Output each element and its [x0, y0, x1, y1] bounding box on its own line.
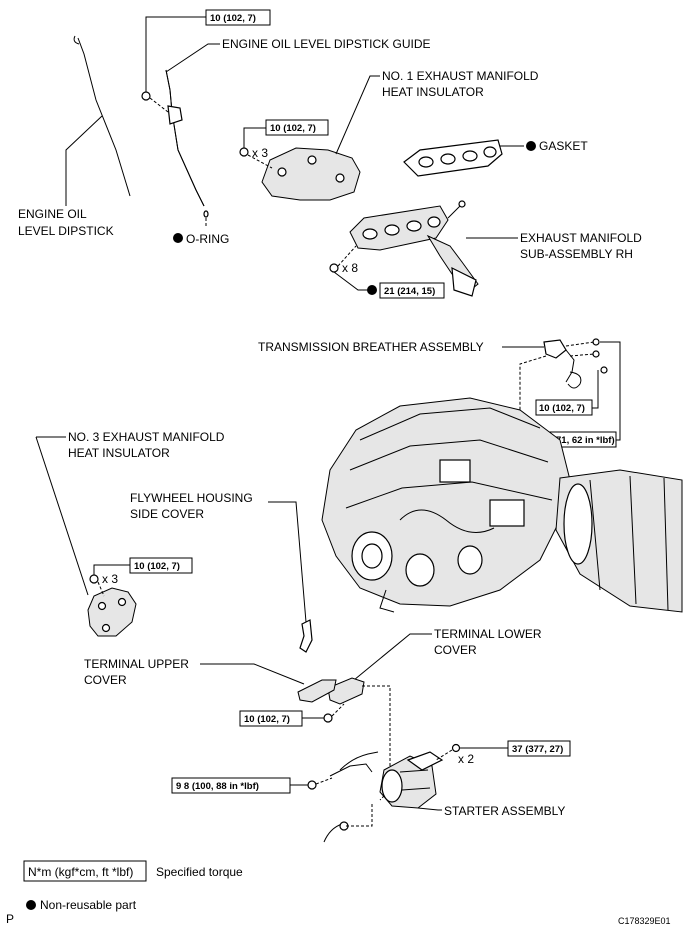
terminal-to-starter-line	[362, 685, 391, 801]
legend-torque-text: Specified torque	[156, 865, 243, 879]
torque-manifold-nut: 21 (214, 15)	[384, 286, 435, 297]
dipstick-guide-label: ENGINE OIL LEVEL DIPSTICK GUIDE	[222, 37, 431, 51]
gasket	[403, 139, 503, 177]
terminal-upper-label-line2: COVER	[84, 673, 127, 687]
torque-starter-bolt: 37 (377, 27)	[512, 744, 563, 755]
dipstick-label-line2: LEVEL DIPSTICK	[18, 224, 114, 238]
torque-no3-bolt: 10 (102, 7)	[134, 561, 180, 572]
no3-bolt-icon	[89, 574, 105, 597]
no3-insulator-label-line2: HEAT INSULATOR	[68, 446, 170, 460]
breather-bolt-a-leader	[590, 370, 599, 409]
no3-insulator-label-line1: NO. 3 EXHAUST MANIFOLD	[68, 430, 225, 444]
flywheel-housing-side-cover	[299, 619, 313, 653]
flywheel-cover-label-line1: FLYWHEEL HOUSING	[130, 491, 253, 505]
o-ring-label: O-RING	[186, 232, 229, 246]
wire-to-starter-line	[346, 804, 373, 827]
terminal-lower-leader	[353, 633, 432, 681]
guide-bolt-leader	[145, 16, 206, 92]
non-reusable-dot-icon	[173, 233, 183, 243]
torque-box-no1-bolt	[265, 119, 329, 136]
no1-leader	[335, 75, 380, 155]
footer-left-mark: P	[6, 912, 14, 926]
terminal-lower-label-line1: TERMINAL LOWER	[434, 627, 542, 641]
figure-code: C178329E01	[618, 916, 671, 926]
exhaust-manifold-label-line2: SUB-ASSEMBLY RH	[520, 247, 633, 261]
terminal-upper-cover	[297, 679, 337, 703]
starter-bolt-count: x 2	[458, 752, 474, 766]
non-reusable-dot-icon	[367, 285, 377, 295]
torque-breather-a: 10 (102, 7)	[539, 403, 585, 414]
terminal-lower-cover	[327, 677, 365, 705]
engine-oil-dipstick	[73, 35, 131, 197]
gasket-label: GASKET	[539, 139, 588, 153]
starter-nut-icon	[307, 777, 333, 790]
no3-bolt-leader	[93, 564, 130, 575]
terminal-upper-leader	[200, 663, 305, 685]
legend-nonreusable-dot-icon	[26, 900, 36, 910]
no1-insulator-label-line1: NO. 1 EXHAUST MANIFOLD	[382, 69, 539, 83]
no1-heat-insulator	[261, 147, 361, 201]
torque-box-breather-a	[535, 399, 593, 416]
dipstick-guide	[165, 69, 205, 207]
manifold-nut-count: x 8	[342, 261, 358, 275]
starter-wire	[323, 751, 379, 843]
no1-insulator-label-line2: HEAT INSULATOR	[382, 85, 484, 99]
dipstick-leader	[65, 115, 103, 206]
starter-leader	[417, 807, 442, 811]
guide-leader	[165, 43, 220, 73]
legend-torque-units: N*m (kgf*cm, ft *lbf)	[28, 865, 133, 879]
guide-bolt-icon	[141, 91, 169, 113]
torque-box-starter-nut	[171, 777, 291, 794]
torque-guide-bolt: 10 (102, 7)	[210, 13, 256, 24]
torque-terminal-nut: 10 (102, 7)	[244, 714, 290, 725]
no1-bolt-leader	[243, 127, 266, 148]
legend-nonreusable-text: Non-reusable part	[40, 898, 137, 912]
no3-bolt-count: x 3	[102, 572, 118, 586]
torque-box-manifold-nut	[379, 282, 445, 299]
flywheel-cover-label-line2: SIDE COVER	[130, 507, 204, 521]
starter-label: STARTER ASSEMBLY	[444, 804, 565, 818]
dipstick-label-line1: ENGINE OIL	[18, 207, 87, 221]
o-ring-icon	[203, 210, 209, 228]
flywheel-cover-leader	[268, 501, 307, 623]
torque-breather-b: 7 0 (71, 62 in *lbf)	[537, 435, 615, 446]
starter-bolt-icon	[435, 743, 461, 761]
torque-box-starter-bolt	[507, 740, 571, 757]
trans-breather-label: TRANSMISSION BREATHER ASSEMBLY	[258, 340, 484, 354]
transmission-breather	[543, 338, 608, 389]
legend-torque-box	[23, 860, 147, 882]
exhaust-manifold-label-line1: EXHAUST MANIFOLD	[520, 231, 642, 245]
no3-leader	[35, 436, 89, 596]
engine-assembly	[321, 397, 571, 613]
torque-starter-nut: 9 8 (100, 88 in *lbf)	[176, 781, 259, 792]
breather-to-engine-line	[519, 355, 547, 450]
transmission-assembly	[555, 469, 683, 613]
no1-bolt-count: x 3	[252, 146, 268, 160]
terminal-lower-label-line2: COVER	[434, 643, 477, 657]
torque-box-terminal-nut	[239, 710, 303, 727]
starter-assembly	[379, 751, 444, 809]
torque-box-guide-bolt	[205, 9, 271, 26]
breather-bolt-b-leader	[600, 341, 621, 441]
terminal-upper-label-line1: TERMINAL UPPER	[84, 657, 189, 671]
torque-no1-bolt: 10 (102, 7)	[270, 123, 316, 134]
torque-box-no3-bolt	[129, 557, 193, 574]
non-reusable-dot-icon	[526, 141, 536, 151]
no3-heat-insulator	[87, 587, 137, 637]
manifold-nut-leader	[333, 271, 368, 291]
exhaust-manifold	[349, 200, 479, 297]
terminal-nut-icon	[323, 703, 345, 723]
